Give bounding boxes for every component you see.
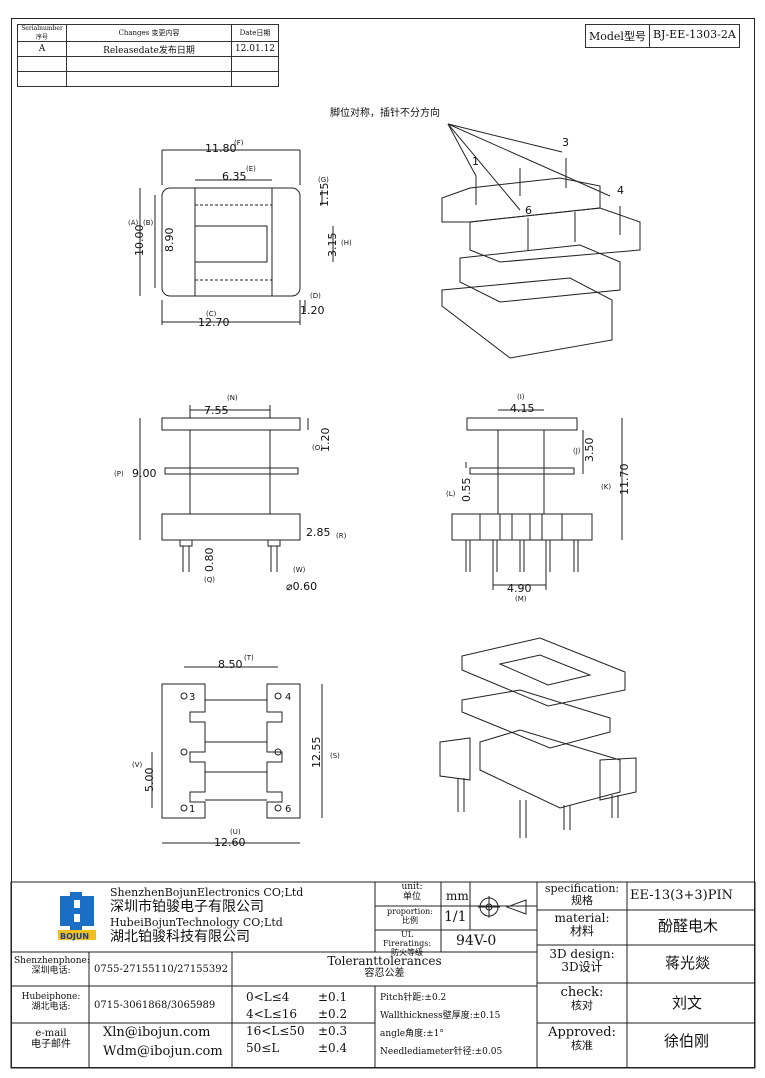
logo-text: BOJUN — [60, 932, 89, 941]
front-view — [139, 405, 309, 572]
dim-B: 8.90 — [163, 228, 176, 253]
svg-text:3: 3 — [189, 692, 195, 703]
svg-text:(R): (R) — [336, 532, 347, 540]
side-view — [451, 409, 623, 590]
svg-text:6: 6 — [525, 204, 532, 217]
svg-text:(F): (F) — [234, 139, 244, 147]
tolerance-ranges: 0<L≤4 4<L≤16 16<L≤50 50≤L — [246, 990, 305, 1055]
dim-I: 4.15 — [510, 402, 535, 415]
dim-G: 1.15 — [318, 183, 331, 208]
svg-text:4: 4 — [285, 692, 291, 703]
svg-text:6: 6 — [285, 804, 291, 815]
svg-text:3: 3 — [562, 136, 569, 149]
svg-text:(T): (T) — [244, 654, 254, 662]
dim-U: 12.60 — [214, 836, 246, 849]
dim-V: 5.00 — [143, 768, 156, 793]
dim-R: 2.85 — [306, 526, 331, 539]
dim-N: 7.55 — [204, 404, 229, 417]
svg-text:(E): (E) — [246, 165, 256, 173]
tolerance-values: ±0.1 ±0.2 ±0.3 ±0.4 — [318, 990, 348, 1055]
iso-exploded — [441, 123, 641, 359]
svg-text:(H): (H) — [341, 239, 352, 247]
model-box: Model型号 BJ-EE-1303-2A — [585, 24, 740, 48]
dim-O: 1.20 — [319, 428, 332, 453]
svg-text:(S): (S) — [330, 752, 340, 760]
svg-text:(A): (A) — [128, 219, 139, 227]
svg-text:4: 4 — [617, 184, 624, 197]
dim-P: 9.00 — [132, 467, 157, 480]
svg-text:(K): (K) — [601, 483, 611, 491]
dim-T: 8.50 — [218, 658, 243, 671]
dim-C: 12.70 — [198, 316, 230, 329]
dim-F: 11.80 — [205, 142, 237, 155]
svg-text:(J): (J) — [573, 447, 581, 455]
svg-text:(L): (L) — [446, 490, 456, 498]
dim-H: 3.15 — [326, 233, 339, 258]
title-block — [10, 881, 756, 1069]
dim-L: 0.55 — [460, 478, 473, 503]
dim-J: 3.50 — [583, 438, 596, 463]
bottom-view — [151, 666, 323, 844]
svg-text:1: 1 — [189, 804, 195, 815]
dim-K: 11.70 — [618, 464, 631, 496]
svg-text:(D): (D) — [310, 292, 321, 300]
svg-text:(C): (C) — [206, 310, 217, 318]
dim-Q: 0.80 — [203, 548, 216, 573]
svg-text:(V): (V) — [132, 761, 143, 769]
dim-M: 4.90 — [507, 582, 532, 595]
pin-note: 脚位对称，插针不分方向 — [330, 106, 440, 119]
bojun-logo — [58, 892, 96, 940]
svg-text:(O): (O) — [312, 444, 323, 452]
svg-text:(M): (M) — [515, 595, 527, 603]
top-view — [139, 149, 334, 325]
dim-S: 12.55 — [310, 737, 323, 769]
dim-E: 6.35 — [222, 170, 247, 183]
dim-A: 10.00 — [133, 225, 146, 257]
svg-text:(N): (N) — [227, 394, 238, 402]
dim-W: ⌀0.60 — [286, 580, 317, 593]
svg-text:(W): (W) — [293, 566, 306, 574]
svg-text:(B): (B) — [143, 219, 154, 227]
svg-text:1: 1 — [472, 155, 479, 168]
dim-D: 1.20 — [300, 304, 325, 317]
svg-text:(I): (I) — [517, 393, 525, 401]
svg-text:(Q): (Q) — [204, 576, 215, 584]
tolerance-notes: Pitch针距:±0.2 Wallthickness壁厚度:±0.15 angl… — [380, 993, 503, 1057]
svg-text:(U): (U) — [230, 828, 241, 836]
iso-assembled — [439, 637, 637, 838]
svg-text:(P): (P) — [114, 470, 124, 478]
svg-text:(G): (G) — [318, 176, 329, 184]
